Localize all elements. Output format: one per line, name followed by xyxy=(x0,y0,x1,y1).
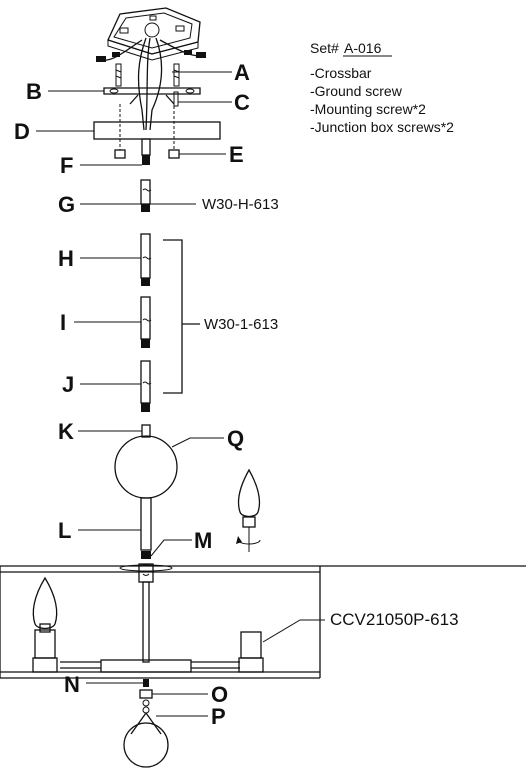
label-c: C xyxy=(234,90,250,115)
label-k: K xyxy=(58,419,74,444)
label-d: D xyxy=(14,119,30,144)
leader-lines xyxy=(36,71,325,717)
globe xyxy=(114,435,178,499)
canopy-screw-left xyxy=(114,149,126,159)
set-code: A-016 xyxy=(344,40,382,56)
hub xyxy=(100,659,192,673)
label-m: M xyxy=(194,528,212,553)
ground-screw xyxy=(173,91,179,107)
code-rods-hij: W30-1-613 xyxy=(204,316,278,333)
nut-n xyxy=(143,679,149,687)
label-b: B xyxy=(26,79,42,104)
rod-h xyxy=(140,233,152,286)
label-p: P xyxy=(211,704,226,729)
parts-list-item: -Mounting screw*2 xyxy=(310,101,426,117)
parts-list: Set# A-016 -Crossbar -Ground screw -Moun… xyxy=(310,40,454,135)
label-h: H xyxy=(58,246,74,271)
canopy-screw-right xyxy=(168,149,180,159)
rod-g xyxy=(140,179,152,212)
left-candle xyxy=(32,576,58,673)
rods-bracket xyxy=(163,239,183,394)
code-shade: CCV21050P-613 xyxy=(330,610,459,629)
rod-l xyxy=(140,497,152,551)
label-e: E xyxy=(229,142,244,167)
label-g: G xyxy=(58,192,75,217)
rod-i xyxy=(140,296,152,348)
label-i: I xyxy=(60,310,66,335)
nut-m xyxy=(141,551,151,559)
right-candle xyxy=(238,631,264,673)
label-f: F xyxy=(60,153,73,178)
label-j: J xyxy=(62,372,74,397)
canopy xyxy=(93,121,221,140)
pendant-globe-p xyxy=(123,699,169,768)
junction-box xyxy=(107,7,201,61)
bulb-icon xyxy=(236,468,261,552)
hook-o xyxy=(139,689,153,699)
label-a: A xyxy=(234,60,250,85)
wires xyxy=(96,37,206,131)
crossbar xyxy=(103,87,201,105)
label-n: N xyxy=(64,672,80,697)
set-prefix: Set# xyxy=(310,40,339,56)
code-rod-g: W30-H-613 xyxy=(202,196,279,213)
label-l: L xyxy=(58,518,71,543)
label-q: Q xyxy=(227,426,244,451)
rod-j xyxy=(140,360,152,412)
connector-k xyxy=(141,424,151,438)
parts-list-item: -Ground screw xyxy=(310,83,403,99)
loop-fitting xyxy=(141,138,151,165)
parts-list-item: -Junction box screws*2 xyxy=(310,119,454,135)
label-o: O xyxy=(211,682,228,707)
parts-list-item: -Crossbar xyxy=(310,65,372,81)
center-stem xyxy=(142,581,150,663)
